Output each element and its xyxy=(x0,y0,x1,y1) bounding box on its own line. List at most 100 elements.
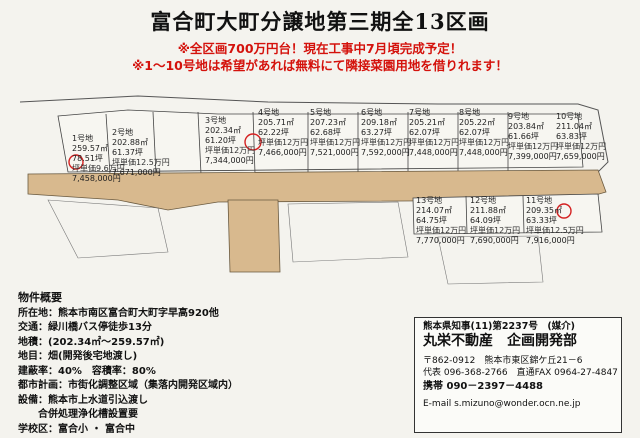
note-price: ※全区画700万円台！現在工事中7月頃完成予定！ xyxy=(177,41,463,56)
lot-area: 202.88㎡ xyxy=(112,138,148,147)
lot-price: 7,770,000円 xyxy=(416,236,465,245)
property-overview: 物件概要 所在地：熊本市南区富合町大町字早高920他 交通：緑川橋バス停徒歩13… xyxy=(18,291,408,437)
lot-number: 11号地 xyxy=(526,196,553,205)
lot-8[interactable]: 8号地 205.22㎡ 62.07坪 坪単価12万円 7,448,000円 xyxy=(459,108,509,158)
mobile-number[interactable]: 携帯 090－2397－4488 xyxy=(423,381,544,392)
lot-unit-price: 坪単価9.6万円 xyxy=(72,164,125,173)
lot-tsubo: 64.75坪 xyxy=(416,216,447,225)
lot-3[interactable]: 3号地 202.34㎡ 61.20坪 坪単価12万円 7,344,000円 xyxy=(205,116,255,166)
lot-number: 5号地 xyxy=(310,108,332,117)
overview-value: (202.34㎡～259.57㎡) xyxy=(48,336,165,348)
overview-key: 建蔽率： xyxy=(18,365,58,377)
lot-unit-price: 坪単価12万円 xyxy=(556,142,607,151)
overview-row: 設備：熊本市上水道引込渡し xyxy=(18,394,408,409)
agency-contact-box: 熊本県知事(11)第2237号 (媒介) 丸栄不動産 企画開発部 〒862-09… xyxy=(414,317,622,433)
lot-tsubo: 62.07坪 xyxy=(409,128,440,137)
license-number: 熊本県知事(11)第2237号 (媒介) xyxy=(423,321,576,332)
lot-11[interactable]: 11号地 209.35㎡ 63.33坪 坪単価12.5万円 7,916,000円 xyxy=(526,196,584,246)
lot-number: 4号地 xyxy=(258,108,280,117)
lot-number: 7号地 xyxy=(409,108,431,117)
overview-key: 地目： xyxy=(18,351,48,362)
lot-tsubo: 63.33坪 xyxy=(526,216,557,225)
overview-row: 地積：(202.34㎡～259.57㎡) xyxy=(18,336,408,351)
overview-value: 畑(開発後宅地渡し) xyxy=(48,351,138,362)
lot-unit-price: 坪単価12万円 xyxy=(310,138,361,147)
lot-area: 205.21㎡ xyxy=(409,118,445,127)
lot-tsubo: 78.51坪 xyxy=(72,154,103,163)
overview-row: 都市計画：市街化調整区域（集落内開発区域内） xyxy=(18,379,408,394)
lot-tsubo: 63.83坪 xyxy=(556,132,587,141)
lot-6[interactable]: 6号地 209.18㎡ 63.27坪 坪単価12万円 7,592,000円 xyxy=(361,108,411,158)
lot-unit-price: 坪単価12万円 xyxy=(416,226,467,235)
lot-12[interactable]: 12号地 211.88㎡ 64.09坪 坪単価12万円 7,690,000円 xyxy=(470,196,520,246)
lot-area: 259.57㎡ xyxy=(72,144,108,153)
overview-row: 学校区：富合小 ・ 富合中 xyxy=(18,423,408,438)
lot-9[interactable]: 9号地 203.84㎡ 61.66坪 坪単価12万円 7,399,000円 xyxy=(508,112,558,162)
overview-value: 40% 容積率：80% xyxy=(58,365,156,377)
overview-key: 都市計画： xyxy=(18,380,68,391)
lot-number: 10号地 xyxy=(556,112,583,121)
lot-tsubo: 62.22坪 xyxy=(258,128,289,137)
lot-tsubo: 61.37坪 xyxy=(112,148,143,157)
overview-row: 交通：緑川橋バス停徒歩13分 xyxy=(18,321,408,336)
lot-unit-price: 坪単価12万円 xyxy=(508,142,559,151)
lot-unit-price: 坪単価12万円 xyxy=(470,226,521,235)
overview-key: 設備： xyxy=(18,394,48,406)
lot-tsubo: 61.66坪 xyxy=(508,132,539,141)
overview-key: 学校区： xyxy=(18,423,58,435)
lot-number: 6号地 xyxy=(361,108,383,117)
overview-value: 市街化調整区域（集落内開発区域内） xyxy=(68,380,238,391)
overview-value: 熊本市南区富合町大町字早高920他 xyxy=(58,307,219,319)
lot-13[interactable]: 13号地 214.07㎡ 64.75坪 坪単価12万円 7,770,000円 xyxy=(416,196,466,246)
lot-tsubo: 62.68坪 xyxy=(310,128,341,137)
overview-value: 熊本市上水道引込渡し xyxy=(48,394,148,406)
site-map: 1号地 259.57㎡ 78.51坪 坪単価9.6万円 7,458,000円 2… xyxy=(18,82,622,290)
lot-7[interactable]: 7号地 205.21㎡ 62.07坪 坪単価12万円 7,448,000円 xyxy=(409,108,459,158)
lot-unit-price: 坪単価12万円 xyxy=(409,138,460,147)
lot-price: 7,690,000円 xyxy=(470,236,519,245)
overview-key: 所在地： xyxy=(18,307,58,319)
overview-heading: 物件概要 xyxy=(18,291,62,304)
lot-tsubo: 63.27坪 xyxy=(361,128,392,137)
lot-area: 205.71㎡ xyxy=(258,118,294,127)
lot-area: 205.22㎡ xyxy=(459,118,495,127)
lot-unit-price: 坪単価12万円 xyxy=(205,146,256,155)
email-address[interactable]: E-mail s.mizuno@wonder.ocn.ne.jp xyxy=(423,399,581,409)
overview-row: 所在地：熊本市南区富合町大町字早高920他 xyxy=(18,307,408,322)
lot-price: 7,671,000円 xyxy=(112,168,161,177)
overview-value: 富合小 ・ 富合中 xyxy=(58,423,135,435)
site-plan-drawing xyxy=(19,95,609,285)
lot-price: 7,448,000円 xyxy=(459,148,508,157)
lot-number: 1号地 xyxy=(72,134,94,143)
lot-unit-price: 坪単価12万円 xyxy=(459,138,510,147)
overview-value: 緑川橋バス停徒歩13分 xyxy=(48,322,152,333)
overview-key: 地積： xyxy=(18,336,48,348)
company-address: 〒862-0912 熊本市東区錦ケ丘21－6 xyxy=(423,356,583,366)
lot-5[interactable]: 5号地 207.23㎡ 62.68坪 坪単価12万円 7,521,000円 xyxy=(310,108,360,158)
company-phone[interactable]: 代表 096-368-2766 直通FAX 0964-27-4847 xyxy=(423,368,618,378)
lot-price: 7,592,000円 xyxy=(361,148,410,157)
lot-1[interactable]: 1号地 259.57㎡ 78.51坪 坪単価9.6万円 7,458,000円 xyxy=(72,134,125,184)
page-title: 富合町大町分譲地第三期全13区画 xyxy=(150,9,490,34)
lot-unit-price: 坪単価12万円 xyxy=(361,138,412,147)
lot-area: 207.23㎡ xyxy=(310,118,346,127)
lot-unit-price: 坪単価12.5万円 xyxy=(112,158,170,167)
lot-price: 7,344,000円 xyxy=(205,156,254,165)
overview-key: 交通： xyxy=(18,322,48,333)
lot-4[interactable]: 4号地 205.71㎡ 62.22坪 坪単価12万円 7,466,000円 xyxy=(258,108,308,158)
overview-value: 合併処理浄化槽設置要 xyxy=(18,409,138,420)
lot-price: 7,458,000円 xyxy=(72,174,121,183)
lot-area: 202.34㎡ xyxy=(205,126,241,135)
lot-tsubo: 61.20坪 xyxy=(205,136,236,145)
lot-area: 214.07㎡ xyxy=(416,206,452,215)
lot-number: 12号地 xyxy=(470,196,497,205)
lot-number: 2号地 xyxy=(112,128,134,137)
lot-price: 7,659,000円 xyxy=(556,152,605,161)
lot-area: 203.84㎡ xyxy=(508,122,544,131)
lot-number: 3号地 xyxy=(205,116,227,125)
lot-10[interactable]: 10号地 211.04㎡ 63.83坪 坪単価12万円 7,659,000円 xyxy=(556,112,606,162)
lot-2[interactable]: 2号地 202.88㎡ 61.37坪 坪単価12.5万円 7,671,000円 xyxy=(112,128,170,178)
lot-area: 209.18㎡ xyxy=(361,118,397,127)
lot-tsubo: 62.07坪 xyxy=(459,128,490,137)
lot-price: 7,521,000円 xyxy=(310,148,359,157)
